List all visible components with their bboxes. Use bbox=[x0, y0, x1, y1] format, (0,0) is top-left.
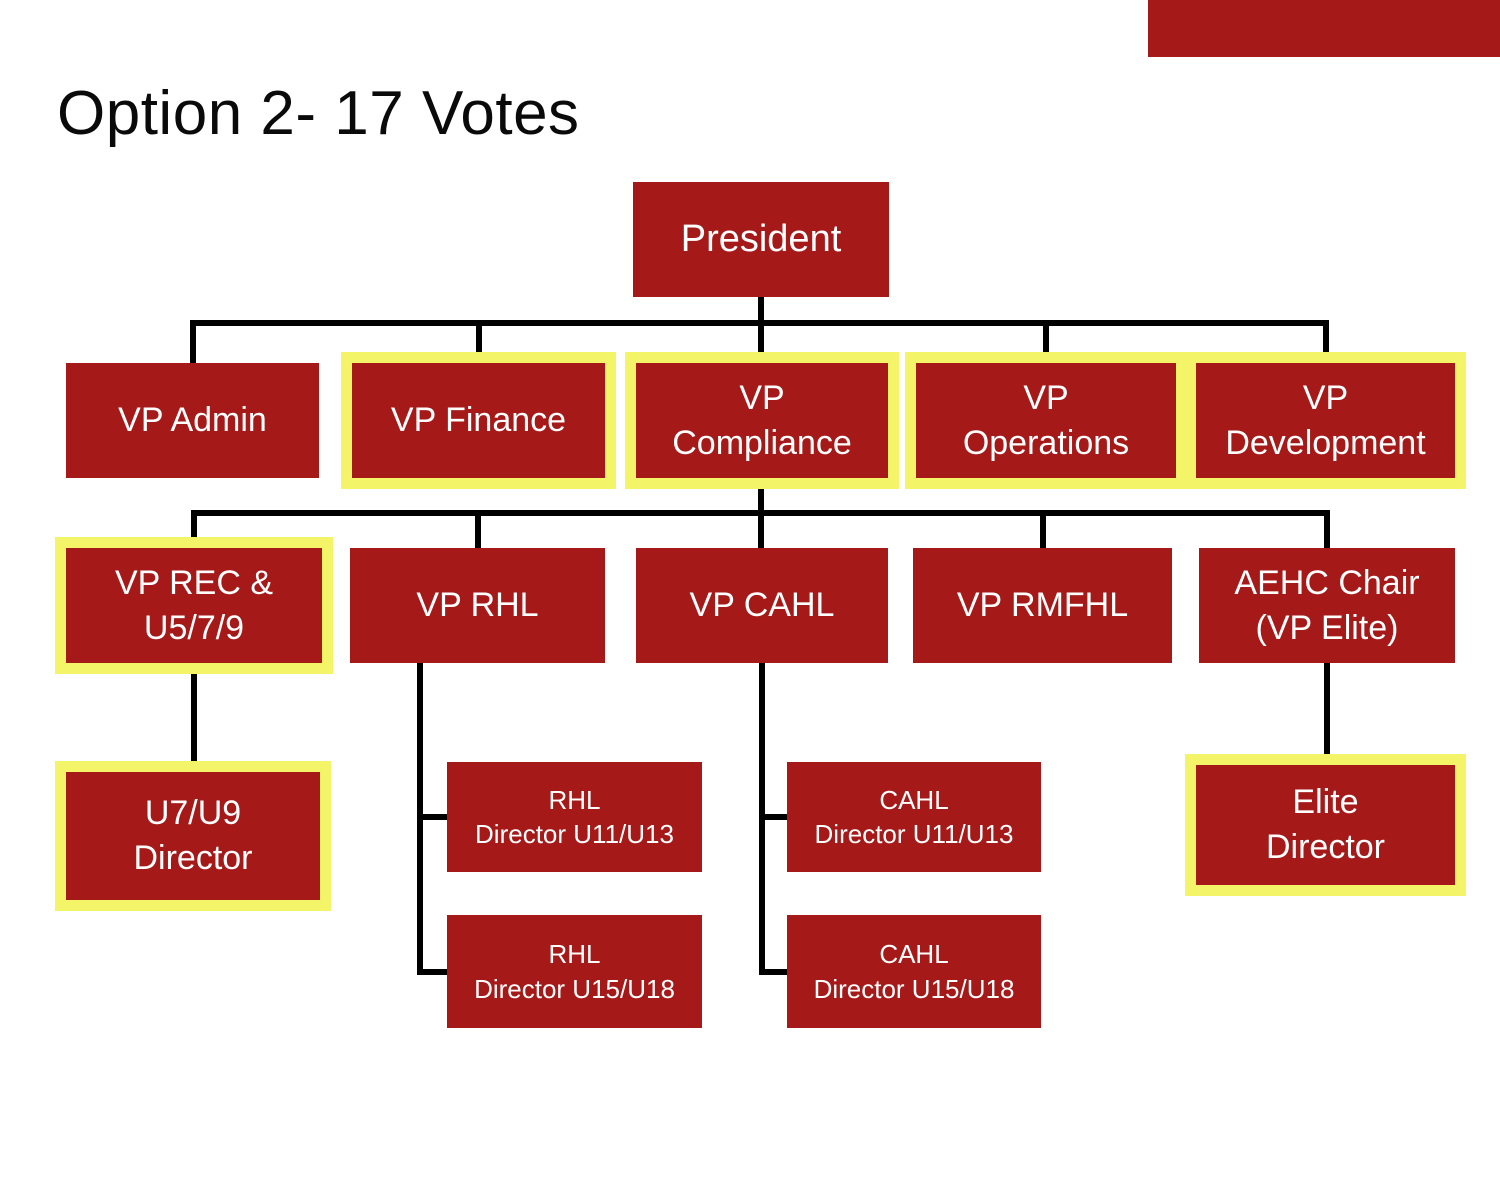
node-label-line1: RHL bbox=[548, 784, 601, 815]
page-title: Option 2- 17 Votes bbox=[57, 79, 580, 148]
drop-vp-rhl bbox=[475, 510, 481, 548]
node-label-line2: U5/7/9 bbox=[143, 608, 245, 647]
node-label-line1: VP bbox=[1302, 378, 1349, 417]
node-label-line1: VP REC & bbox=[114, 563, 274, 602]
stub-rhl-director-u15u18 bbox=[417, 969, 447, 975]
node-cahl-director-u11u13: CAHL Director U11/U13 bbox=[787, 762, 1041, 872]
node-label-line2: Director bbox=[133, 839, 253, 877]
node-label: VP Finance bbox=[390, 401, 567, 440]
drop-vp-finance bbox=[476, 320, 482, 363]
node-vp-compliance: VP Compliance bbox=[625, 352, 899, 489]
stub-cahl-director-u15u18 bbox=[759, 969, 787, 975]
node-president: President bbox=[633, 182, 889, 297]
drop-u7u9-director bbox=[191, 663, 197, 772]
drop-elite-director bbox=[1324, 663, 1330, 765]
node-rhl-director-u11u13: RHL Director U11/U13 bbox=[447, 762, 702, 872]
drop-vp-operations bbox=[1043, 320, 1049, 363]
connector-row2-horizontal bbox=[190, 320, 1329, 326]
stub-cahl-director-u11u13 bbox=[759, 814, 787, 820]
node-vp-admin: VP Admin bbox=[66, 363, 319, 478]
node-label: VP RHL bbox=[416, 586, 539, 625]
node-label-line1: Elite bbox=[1292, 783, 1359, 822]
node-label-line1: U7/U9 bbox=[144, 794, 242, 833]
node-vp-rec-u579: VP REC & U5/7/9 bbox=[55, 537, 333, 674]
node-label-line1: CAHL bbox=[879, 939, 949, 970]
drop-vp-rec bbox=[191, 510, 197, 548]
drop-vp-development bbox=[1323, 320, 1329, 363]
node-vp-development: VP Development bbox=[1185, 352, 1466, 489]
node-rhl-director-u15u18: RHL Director U15/U18 bbox=[447, 915, 702, 1028]
node-label-line2: Development bbox=[1225, 423, 1426, 462]
node-aehc-chair: AEHC Chair (VP Elite) bbox=[1199, 548, 1455, 663]
node-label-line1: VP bbox=[739, 378, 785, 417]
node-vp-finance: VP Finance bbox=[341, 352, 616, 489]
node-label: President bbox=[680, 218, 842, 261]
node-vp-rmfhl: VP RMFHL bbox=[913, 548, 1172, 663]
node-label-line1: AEHC Chair bbox=[1234, 563, 1420, 602]
node-elite-director: Elite Director bbox=[1185, 754, 1466, 896]
node-label-line1: CAHL bbox=[879, 784, 949, 815]
drop-aehc-chair bbox=[1324, 510, 1330, 548]
node-label-line2: (VP Elite) bbox=[1255, 608, 1399, 647]
top-right-red-bar bbox=[1148, 0, 1500, 57]
node-label-line1: VP bbox=[1023, 378, 1069, 417]
connector-row3-horizontal bbox=[191, 510, 1330, 516]
node-label: VP RMFHL bbox=[956, 586, 1129, 625]
node-label-line2: Director U15/U18 bbox=[813, 973, 1015, 1004]
node-label-line2: Director U11/U13 bbox=[814, 819, 1014, 849]
node-label-line1: RHL bbox=[548, 939, 601, 970]
node-label-line2: Compliance bbox=[672, 423, 852, 462]
node-cahl-director-u15u18: CAHL Director U15/U18 bbox=[787, 915, 1041, 1028]
node-label: VP Admin bbox=[118, 401, 267, 440]
drop-vp-admin bbox=[190, 320, 196, 363]
node-label-line2: Director U15/U18 bbox=[474, 973, 675, 1004]
node-vp-cahl: VP CAHL bbox=[636, 548, 888, 663]
node-label-line2: Operations bbox=[962, 423, 1130, 462]
node-vp-rhl: VP RHL bbox=[350, 548, 605, 663]
node-vp-operations: VP Operations bbox=[905, 352, 1187, 489]
node-label-line2: Director bbox=[1265, 828, 1386, 866]
drop-vp-rmfhl bbox=[1040, 510, 1046, 548]
node-label: VP CAHL bbox=[689, 586, 835, 625]
node-label-line2: Director U11/U13 bbox=[475, 819, 674, 849]
node-u7u9-director: U7/U9 Director bbox=[55, 761, 331, 911]
stub-rhl-director-u11u13 bbox=[417, 814, 447, 820]
